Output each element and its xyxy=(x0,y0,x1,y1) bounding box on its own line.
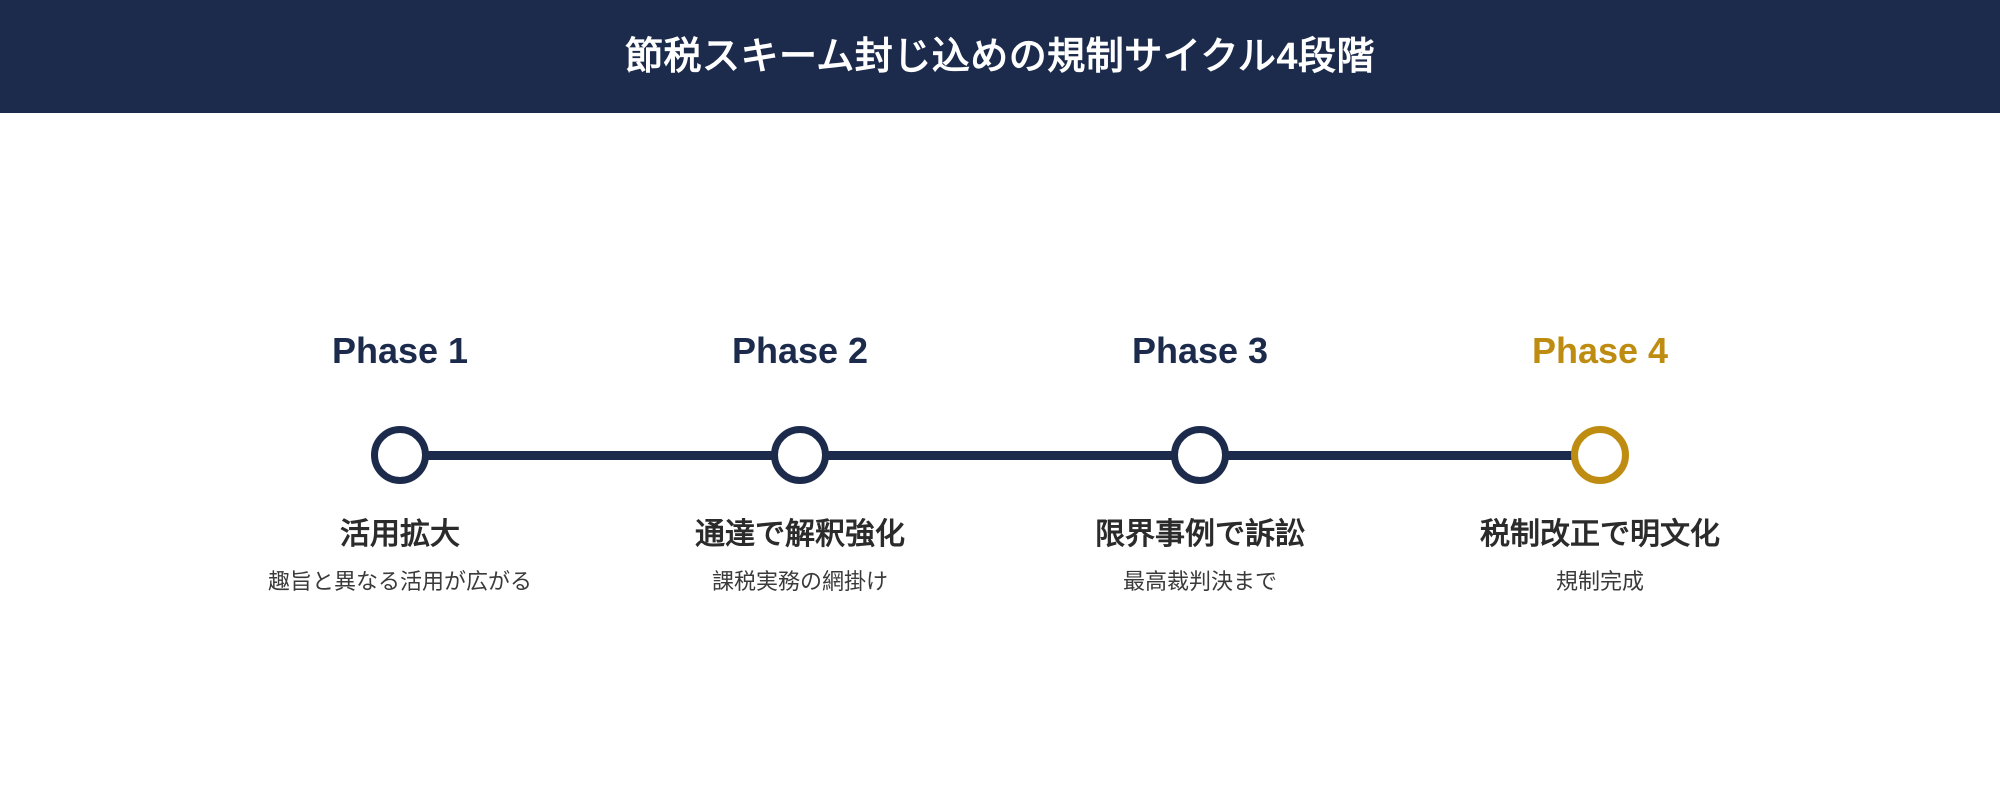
timeline-stage: Phase 1 活用拡大 趣旨と異なる活用が広がる Phase 2 通達で解釈強… xyxy=(0,113,2000,800)
ring-icon[interactable] xyxy=(1571,426,1629,484)
phase-4-caption: 規制完成 xyxy=(1555,569,1644,594)
phase-3-caption: 最高裁判決まで xyxy=(1122,569,1277,594)
ring-icon[interactable] xyxy=(771,426,829,484)
phase-2-title: 通達で解釈強化 xyxy=(695,518,905,551)
phase-4-kicker: Phase 4 xyxy=(1531,330,1669,371)
phase-2-kicker: Phase 2 xyxy=(731,330,869,371)
page-title: 節税スキーム封じ込めの規制サイクル4段階 xyxy=(624,35,1376,78)
timeline-phase-1[interactable]: Phase 1 活用拡大 趣旨と異なる活用が広がる xyxy=(200,113,600,800)
ring-icon[interactable] xyxy=(1171,426,1229,484)
header-band: 節税スキーム封じ込めの規制サイクル4段階 xyxy=(0,0,2000,113)
phase-4-title: 税制改正で明文化 xyxy=(1480,518,1720,551)
phase-2-caption: 課税実務の網掛け xyxy=(711,569,888,594)
timeline-axis-line xyxy=(400,451,1600,460)
timeline-phase-3[interactable]: Phase 3 限界事例で訴訟 最高裁判決まで xyxy=(1000,113,1400,800)
timeline-phase-4[interactable]: Phase 4 税制改正で明文化 規制完成 xyxy=(1400,113,1800,800)
phase-3-kicker: Phase 3 xyxy=(1131,330,1269,371)
ring-icon[interactable] xyxy=(371,426,429,484)
timeline-phase-2[interactable]: Phase 2 通達で解釈強化 課税実務の網掛け xyxy=(600,113,1000,800)
phase-3-title: 限界事例で訴訟 xyxy=(1095,518,1305,551)
phase-1-caption: 趣旨と異なる活用が広がる xyxy=(267,569,532,594)
phase-1-kicker: Phase 1 xyxy=(331,330,469,371)
phase-1-title: 活用拡大 xyxy=(340,518,460,551)
